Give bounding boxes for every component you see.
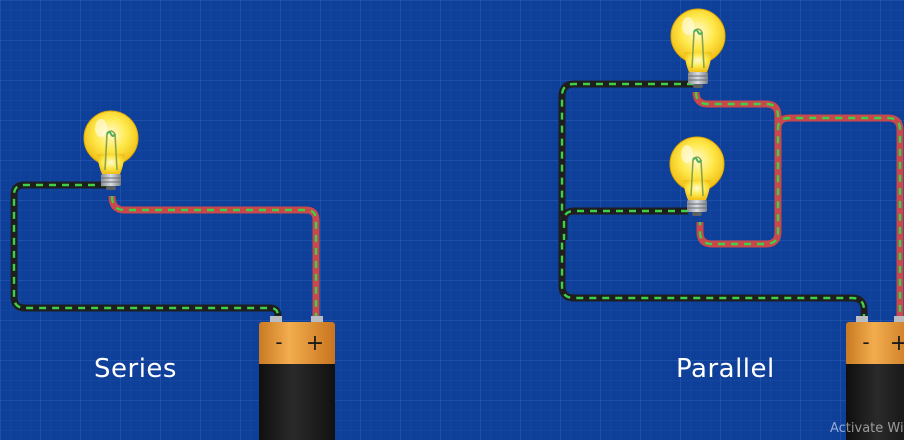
series-label: Series	[94, 354, 177, 384]
series-battery-negative: -	[275, 330, 282, 354]
parallel-battery-positive: +	[890, 331, 904, 356]
parallel-bulb-top-icon	[671, 9, 725, 88]
activate-windows-watermark: Activate Wi	[830, 421, 904, 436]
series-battery-body	[259, 364, 335, 440]
parallel-bulb-bottom-icon	[670, 137, 724, 216]
parallel-battery-negative: -	[862, 330, 869, 354]
series-battery: - +	[259, 316, 335, 440]
series-positive-wire	[112, 196, 316, 322]
parallel-positive-wire-right	[778, 118, 900, 322]
parallel-label: Parallel	[676, 354, 775, 384]
series-negative-wire	[14, 185, 278, 322]
series-bulb-icon	[84, 111, 138, 190]
series-circuit: - +	[14, 111, 335, 440]
parallel-negative-wire-mid	[564, 211, 688, 240]
series-battery-positive: +	[306, 331, 324, 356]
